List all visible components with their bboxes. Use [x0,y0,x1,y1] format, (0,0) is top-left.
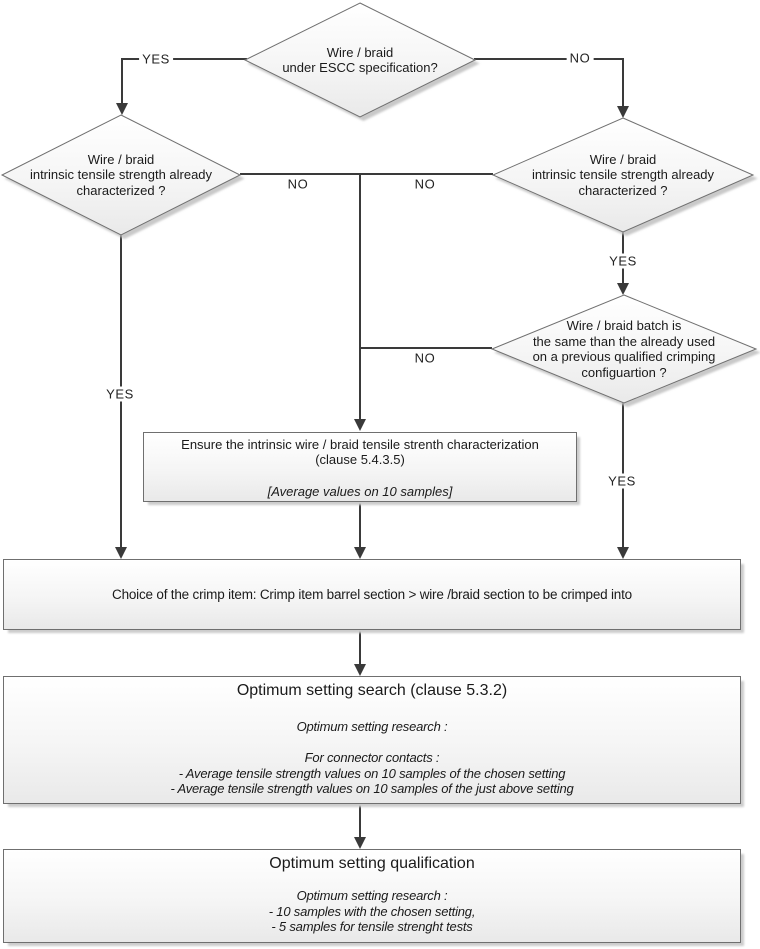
edge-label-escc-yes: YES [139,51,173,67]
right-characterized-decision-text: Wire / braid intrinsic tensile strength … [513,137,733,213]
arrowhead-into-search-box [354,664,366,676]
text-line: Ensure the intrinsic wire / braid tensil… [181,437,539,452]
text-line: (clause 5.4.3.5) [315,452,405,467]
edge-label-right-characterized-no: NO [414,176,436,192]
node-optimum-setting-qualification: Optimum setting qualification Optimum se… [3,849,741,943]
arrowheads [115,103,629,849]
text-line: under ESCC specification? [282,60,438,75]
arrowhead-into-qualification-box [354,837,366,849]
connector-edges [120,58,624,838]
decision-diamonds [0,2,758,404]
text-line: the same than the already used [532,333,716,349]
diamond-escc-decision [243,2,477,118]
text-line: intrinsic tensile strength already [29,167,213,183]
detail-line: For connector contacts : [304,750,440,765]
box-title: Optimum setting qualification [269,855,475,872]
diamond-left-characterized-decision [0,114,242,236]
detail-line: - Average tensile strength values on 10 … [178,765,566,781]
text-line: Wire / braid batch is [566,318,682,333]
edge-label-escc-no: NO [566,50,594,66]
detail-line: - 5 samples for tensile strenght tests [271,919,473,934]
arrowhead-into-right-characterized [617,106,629,118]
arrowhead-right-into-choice-box [617,547,629,559]
edge-label-right-characterized-yes: YES [606,253,640,269]
text-line: Wire / braid [87,151,155,167]
arrowhead-into-ensure-box [354,419,366,431]
batch-decision-text: Wire / braid batch is the same than the … [504,303,744,395]
node-crimp-item-choice: Choice of the crimp item: Crimp item bar… [3,559,741,630]
diamond-batch-decision [490,294,758,404]
detail-line: Optimum setting research : [296,719,448,734]
edge-label-left-characterized-yes: YES [103,386,137,402]
node-optimum-setting-search: Optimum setting search (clause 5.3.2) Op… [3,676,741,804]
text-line: Wire / braid [326,44,394,60]
node-ensure-characterization: Ensure the intrinsic wire / braid tensil… [143,432,577,502]
edge-label-left-characterized-no: NO [287,176,309,192]
detail-line [4,735,740,751]
arrowhead-into-batch-decision [617,283,629,295]
left-characterized-decision-text: Wire / braid intrinsic tensile strength … [11,137,231,213]
text-line: Choice of the crimp item: Crimp item bar… [112,587,632,602]
text-line: Wire / braid [589,151,657,167]
box-title: Optimum setting search (clause 5.3.2) [236,682,508,699]
edge-label-batch-no: NO [414,350,436,366]
detail-line: - 10 samples with the chosen setting, [268,903,476,919]
edge-label-batch-yes: YES [605,473,639,489]
diamond-right-characterized-decision [491,117,755,233]
arrowhead-left-into-choice-box [115,547,127,559]
detail-line: Optimum setting research : [296,888,448,903]
escc-decision-text: Wire / braid under ESCC specification? [250,22,470,98]
detail-line: - Average tensile strength values on 10 … [170,781,574,796]
text-line: characterized ? [578,182,668,198]
text-line: on a previous qualified crimping [532,349,716,364]
arrowhead-into-left-characterized [116,103,128,115]
text-line: configuartion ? [581,364,667,380]
samples-note: [Average values on 10 samples] [267,484,453,499]
text-line: intrinsic tensile strength already [531,167,715,183]
text-line: characterized ? [76,182,166,198]
arrowhead-center-into-choice-box [354,547,366,559]
